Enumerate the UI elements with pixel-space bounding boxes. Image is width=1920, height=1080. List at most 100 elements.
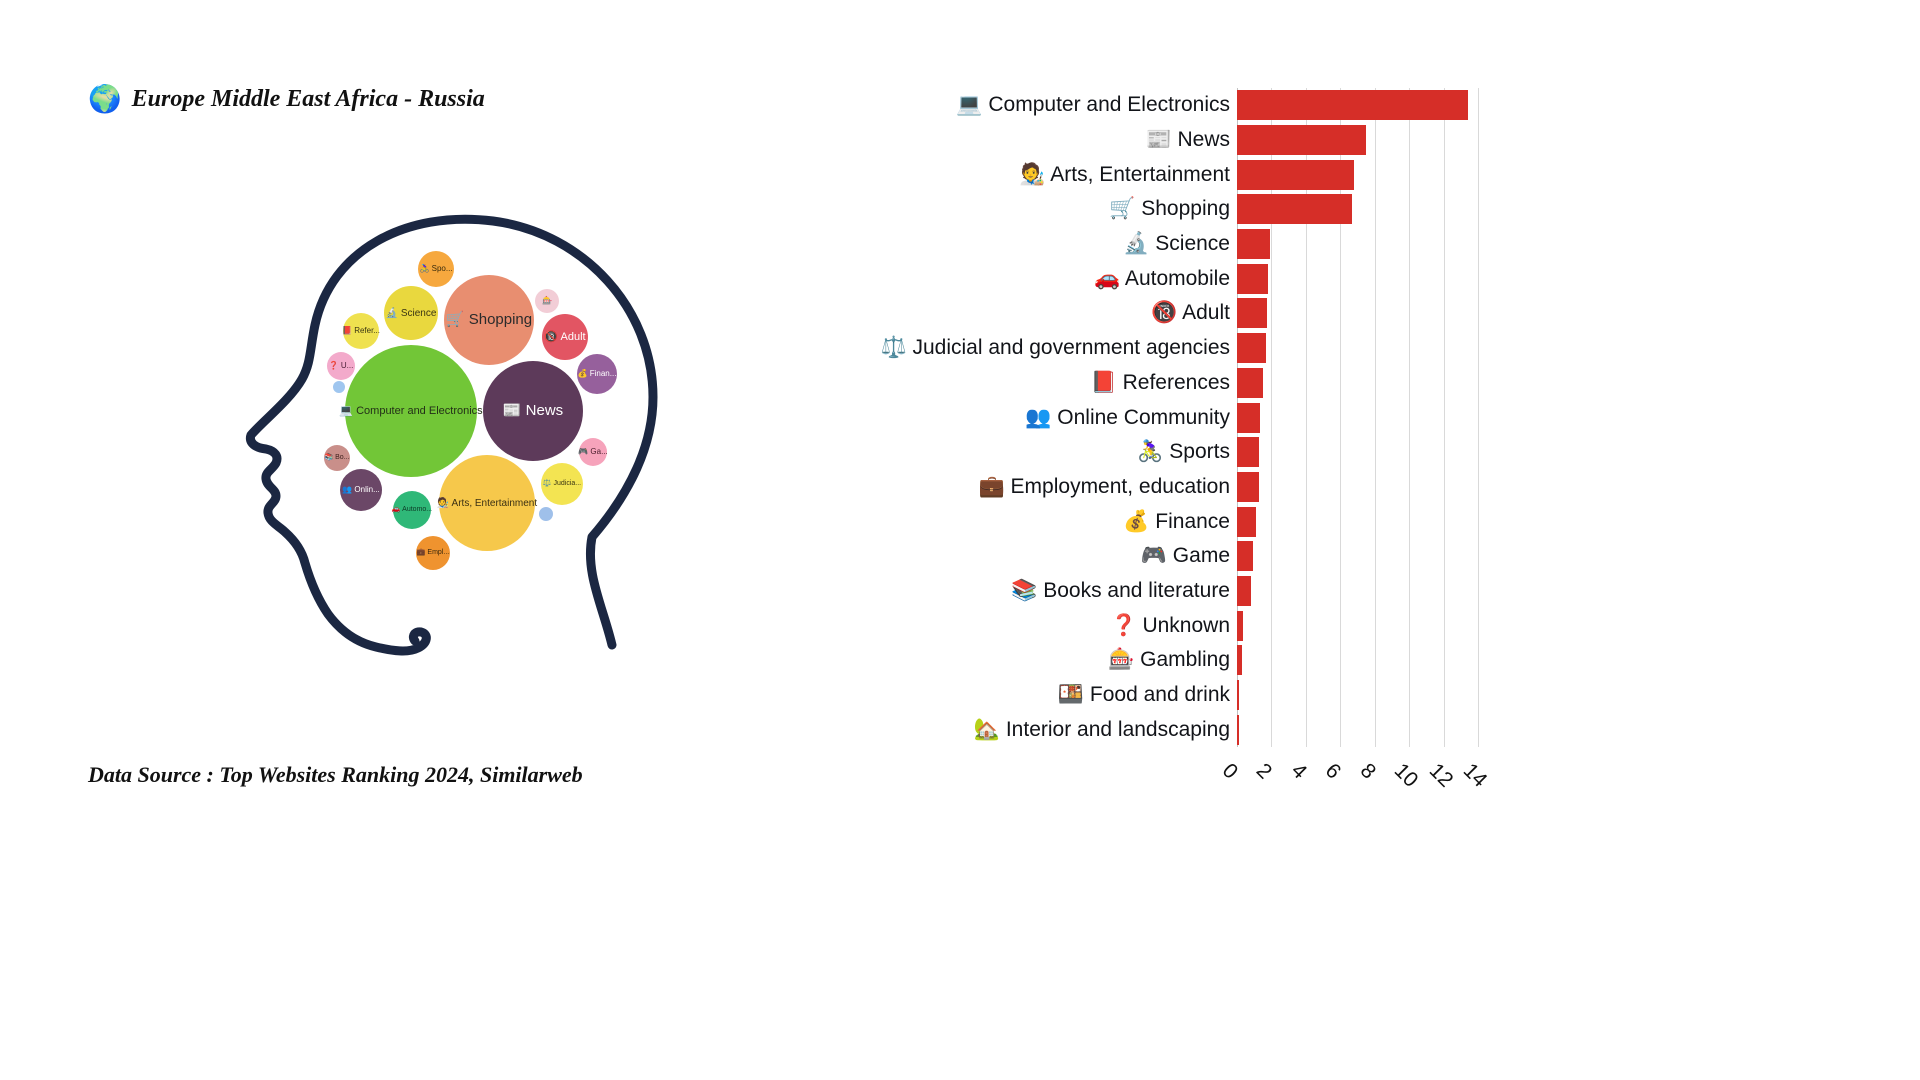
bubble-online-community: 👥 Onlin... — [340, 469, 382, 511]
bar-label-game: 🎮 Game — [1140, 544, 1230, 568]
x-tick-label-6: 6 — [1321, 759, 1346, 784]
bar-row-references: 📕 References — [780, 366, 1520, 401]
bar-row-automobile: 🚗 Automobile — [780, 261, 1520, 296]
bar-track-unknown — [1237, 610, 1520, 641]
bar-track-interior-and-landscaping — [1237, 714, 1520, 745]
bubble-adult: 🔞 Adult — [542, 314, 588, 360]
bar-track-adult — [1237, 298, 1520, 329]
bar-row-unknown: ❓ Unknown — [780, 608, 1520, 643]
bar-label-judicial-and-government-agencies: ⚖️ Judicial and government agencies — [880, 336, 1230, 360]
bar-label-references: 📕 References — [1090, 370, 1230, 394]
bar-label-science: 🔬 Science — [1123, 232, 1230, 256]
bar-track-finance — [1237, 506, 1520, 537]
bar-adult — [1237, 298, 1268, 329]
bubble-automobile: 🚗 Automo... — [392, 491, 432, 529]
bar-news — [1237, 125, 1367, 156]
bar-label-employment-education: 💼 Employment, education — [978, 474, 1230, 498]
bar-row-shopping: 🛒 Shopping — [780, 192, 1520, 227]
bar-label-shopping: 🛒 Shopping — [1109, 197, 1230, 221]
x-tick-label-10: 10 — [1389, 759, 1423, 792]
bar-track-news — [1237, 125, 1520, 156]
bar-row-gambling: 🎰 Gambling — [780, 643, 1520, 678]
bar-label-finance: 💰 Finance — [1123, 509, 1230, 533]
data-source-note: Data Source : Top Websites Ranking 2024,… — [88, 762, 583, 787]
bar-label-sports: 🚴‍♀️ Sports — [1137, 440, 1230, 464]
bar-track-online-community — [1237, 402, 1520, 433]
bar-track-judicial-and-government-agencies — [1237, 333, 1520, 364]
bar-interior-and-landscaping — [1237, 714, 1239, 745]
bar-row-game: 🎮 Game — [780, 539, 1520, 574]
x-tick-label-14: 14 — [1458, 759, 1492, 792]
bar-label-food-and-drink: 🍱 Food and drink — [1057, 683, 1230, 707]
bubble-judicial-and-government-agencies: ⚖️ Judicia... — [541, 463, 583, 505]
bar-unknown — [1237, 610, 1244, 641]
gridline-10 — [1409, 88, 1411, 747]
bar-books-and-literature — [1237, 575, 1251, 606]
bar-track-computer-and-electronics — [1237, 90, 1520, 121]
bar-row-interior-and-landscaping: 🏡 Interior and landscaping — [780, 712, 1520, 747]
gridline-2 — [1271, 88, 1273, 747]
bar-track-books-and-literature — [1237, 575, 1520, 606]
bar-row-online-community: 👥 Online Community — [780, 400, 1520, 435]
bubble-shopping: 🛒 Shopping — [444, 275, 534, 365]
bar-rows: 💻 Computer and Electronics 📰 News 🧑‍🎨 Arts… — [780, 88, 1520, 747]
page-header: 🌍 Europe Middle East Africa - Russia — [88, 86, 485, 113]
bar-row-food-and-drink: 🍱 Food and drink — [780, 678, 1520, 713]
bar-references — [1237, 367, 1263, 398]
bubble-gambling: 🎰 — [535, 289, 559, 313]
bar-track-employment-education — [1237, 471, 1520, 502]
bar-track-references — [1237, 367, 1520, 398]
bubble-chart: 💻 Computer and Electronics📰 News🛒 Shoppi… — [324, 251, 617, 570]
bar-row-arts-entertainment: 🧑‍🎨 Arts, Entertainment — [780, 157, 1520, 192]
bubble-computer-and-electronics: 💻 Computer and Electronics — [339, 345, 483, 477]
page-title: Europe Middle East Africa - Russia — [131, 86, 485, 112]
bubble-references: 📕 Refer... — [342, 313, 380, 349]
bubble-arts-entertainment: 🧑‍🎨 Arts, Entertainment — [437, 455, 537, 551]
bar-chart: 💻 Computer and Electronics 📰 News 🧑‍🎨 Arts… — [780, 88, 1520, 858]
bar-shopping — [1237, 194, 1353, 225]
bar-row-judicial-and-government-agencies: ⚖️ Judicial and government agencies — [780, 331, 1520, 366]
bar-arts-entertainment — [1237, 159, 1355, 190]
bar-label-books-and-literature: 📚 Books and literature — [1011, 578, 1230, 602]
bar-game — [1237, 541, 1254, 572]
bar-track-gambling — [1237, 645, 1520, 676]
bar-track-food-and-drink — [1237, 680, 1520, 711]
gridline-12 — [1443, 88, 1445, 747]
bar-row-computer-and-electronics: 💻 Computer and Electronics — [780, 88, 1520, 123]
bar-row-news: 📰 News — [780, 123, 1520, 158]
bar-judicial-and-government-agencies — [1237, 333, 1267, 364]
bubble-unknown: ❓ U... — [327, 352, 355, 380]
gridline-8 — [1374, 88, 1376, 747]
gridline-6 — [1340, 88, 1342, 747]
bar-food-and-drink — [1237, 680, 1240, 711]
bubble-science: 🔬 Science — [384, 286, 438, 340]
bar-row-books-and-literature: 📚 Books and literature — [780, 574, 1520, 609]
bar-row-finance: 💰 Finance — [780, 504, 1520, 539]
bubble-employment-education: 💼 Empl... — [416, 536, 450, 570]
bubble-sports: 🚴‍♀️ Spo... — [418, 251, 454, 287]
bar-online-community — [1237, 402, 1261, 433]
bar-label-news: 📰 News — [1145, 128, 1231, 152]
gridline-4 — [1305, 88, 1307, 747]
bar-row-adult: 🔞 Adult — [780, 296, 1520, 331]
bar-automobile — [1237, 263, 1268, 294]
bar-label-automobile: 🚗 Automobile — [1094, 266, 1230, 290]
bar-track-game — [1237, 541, 1520, 572]
bar-gambling — [1237, 645, 1243, 676]
bubble-small-dot-2 — [539, 507, 553, 521]
bar-science — [1237, 229, 1270, 260]
bar-label-gambling: 🎰 Gambling — [1108, 648, 1230, 672]
x-tick-label-8: 8 — [1355, 759, 1381, 784]
bar-sports — [1237, 437, 1260, 468]
gridline-14 — [1478, 88, 1480, 747]
globe-icon: 🌍 — [88, 84, 122, 114]
bar-track-shopping — [1237, 194, 1520, 225]
bar-track-sports — [1237, 437, 1520, 468]
x-tick-label-12: 12 — [1424, 759, 1458, 792]
x-tick-label-0: 0 — [1217, 759, 1243, 784]
bubble-books-and-literature: 📚 Bo... — [324, 445, 350, 471]
bar-label-unknown: ❓ Unknown — [1110, 613, 1230, 637]
bar-label-arts-entertainment: 🧑‍🎨 Arts, Entertainment — [1019, 162, 1230, 186]
